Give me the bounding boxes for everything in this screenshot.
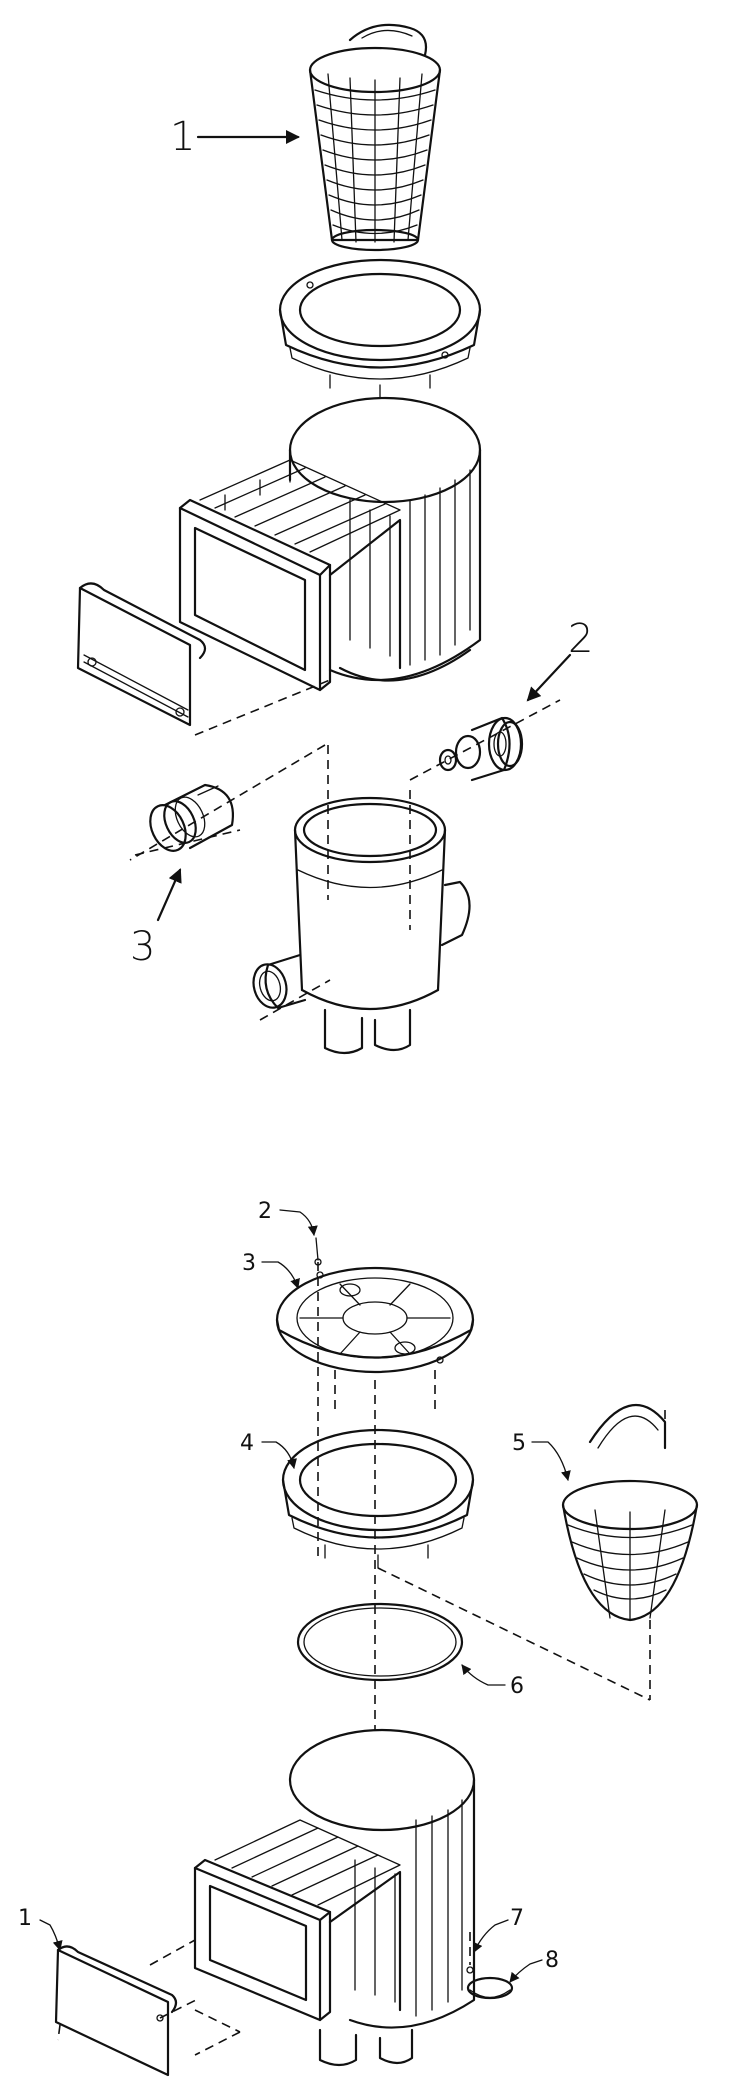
adjustable-collar	[278, 258, 482, 399]
callout-label: 5	[512, 1431, 526, 1456]
callout-4-bottom: 4	[240, 1431, 297, 1469]
cap-part-8	[466, 1976, 514, 2000]
exploded-view-bottom-svg: 2 3	[18, 1199, 699, 2077]
exploded-view-bottom: 2 3	[0, 1180, 740, 2086]
callout-7-bottom: 7	[473, 1906, 524, 1953]
skimmer-housing	[252, 796, 471, 1055]
callout-label: 1	[170, 114, 195, 160]
gasket-ring	[296, 1602, 464, 1682]
callout-label: 6	[510, 1674, 524, 1699]
adjustable-collar-bottom	[281, 1428, 475, 1569]
callout-label: 1	[18, 1906, 32, 1931]
callout-label: 4	[240, 1431, 254, 1456]
pipe-adapter-part-3	[149, 783, 234, 852]
assembly-lines-top	[129, 679, 561, 1021]
assembly-lines-basket	[377, 1410, 666, 1701]
exploded-view-top-svg: 1	[76, 23, 593, 1055]
callout-label: 3	[130, 924, 155, 970]
callout-3-top: 3	[130, 868, 182, 970]
callout-label: 3	[242, 1251, 256, 1276]
skimmer-body	[178, 396, 482, 692]
plug-part-7	[466, 1932, 474, 1974]
callout-2-bottom: 2	[258, 1199, 318, 1236]
strainer-basket	[308, 23, 442, 252]
callout-label: 2	[258, 1199, 272, 1224]
callout-1-bottom: 1	[18, 1906, 63, 1951]
strainer-basket-bottom	[561, 1404, 699, 1622]
skimmer-body-bottom	[193, 1728, 476, 2067]
callout-8-bottom: 8	[509, 1948, 559, 1983]
assembly-lines-door	[57, 1939, 241, 2056]
weir-door	[76, 582, 207, 727]
callout-label: 2	[568, 616, 593, 662]
callout-label: 7	[510, 1906, 524, 1931]
callout-label: 8	[545, 1948, 559, 1973]
callout-2-top: 2	[526, 616, 593, 702]
callout-3-bottom: 3	[242, 1251, 300, 1289]
callout-5-bottom: 5	[512, 1431, 571, 1481]
exploded-view-top: 1	[76, 23, 593, 1055]
skimmer-lid	[275, 1266, 475, 1374]
callout-6-bottom: 6	[461, 1664, 524, 1699]
callout-1-top: 1	[170, 114, 300, 160]
pipe-fitting-part-2	[438, 716, 524, 782]
weir-door-bottom	[54, 1945, 178, 2077]
screw-part-2	[314, 1237, 322, 1266]
